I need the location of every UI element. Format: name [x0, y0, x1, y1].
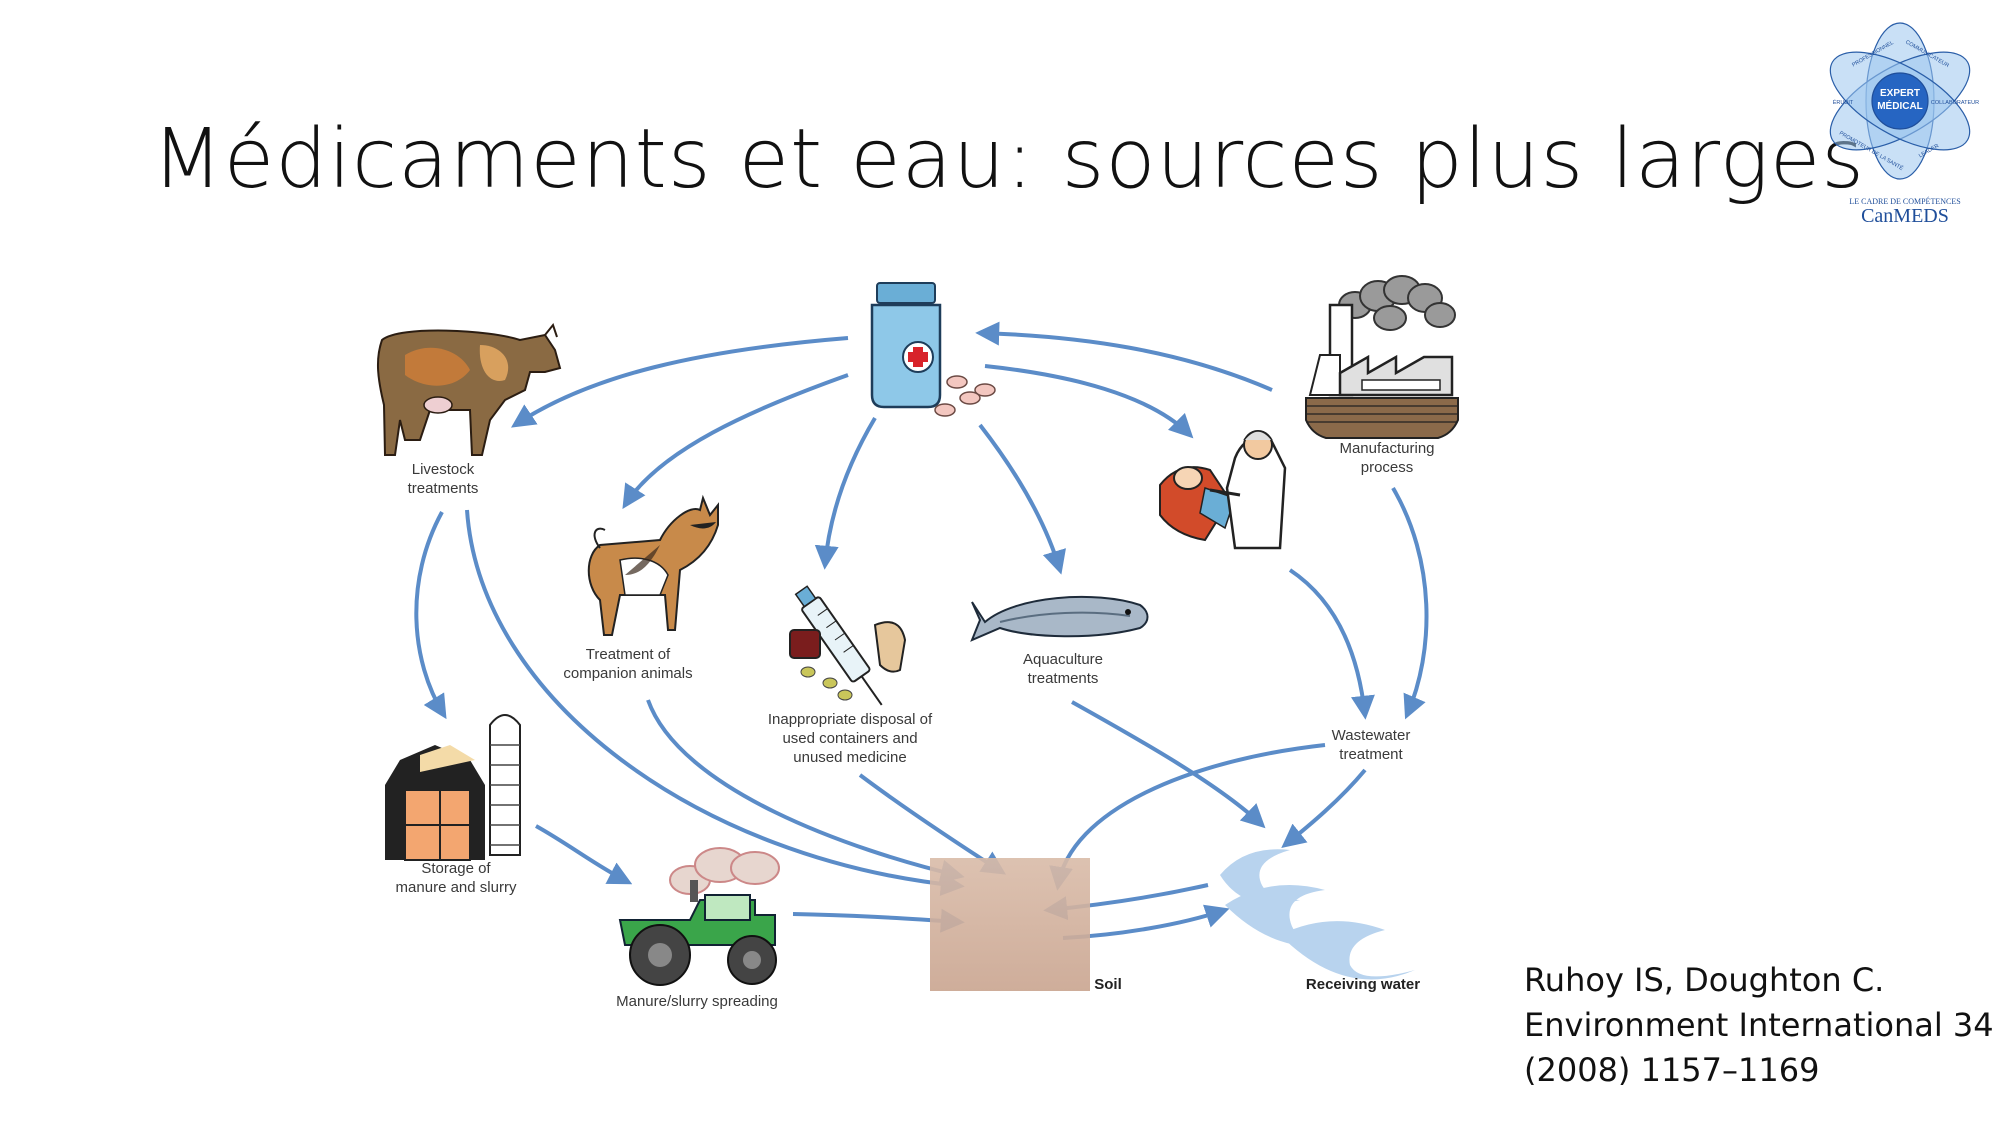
citation-authors: Ruhoy IS, Doughton C. [1524, 961, 1885, 999]
arrow-medicine-to-aquaculture [978, 423, 1066, 575]
label-companion: Treatment of companion animals [563, 646, 693, 682]
label-storage: Storage of manure and slurry [395, 860, 517, 896]
label-disposal: Inappropriate disposal of used container… [767, 711, 933, 766]
label-livestock: Livestock treatments [407, 461, 479, 497]
soil-icon [930, 858, 1090, 991]
fish-icon [970, 595, 1149, 642]
logo-petal-6: ÉRUDIT [1833, 99, 1854, 106]
logo-brand: CanMEDS [1861, 205, 1949, 227]
flow-arrows [414, 321, 1429, 940]
syringe-disposal-icon [789, 585, 907, 706]
arrow-medicine-to-disposal [814, 416, 877, 570]
arrow-dentist-to-wastewater [1288, 568, 1375, 720]
arrow-medicine-to-livestock [511, 336, 849, 428]
arrow-manufacturing-to-wastewater [1391, 486, 1429, 720]
arrow-disposal-to-soil [858, 773, 1007, 875]
arrow-companion-to-soil [646, 699, 965, 884]
arrow-wastewater-to-water [1281, 768, 1367, 848]
citation-journal: Environment International 34 [1524, 1006, 1994, 1044]
arrow-livestock-to-storage [414, 511, 447, 720]
arrow-manufacturing-to-medicine [975, 321, 1273, 392]
arrow-medicine-to-dentist [984, 364, 1194, 439]
tractor-icon [618, 847, 780, 986]
water-wave-icon [1220, 849, 1415, 980]
slide-title: Médicaments et eau: sources plus larges [152, 112, 1865, 207]
barn-icon [385, 714, 521, 861]
label-manufacturing: Manufacturing process [1339, 440, 1435, 476]
citation-year-pages: (2008) 1157–1169 [1524, 1051, 1820, 1089]
arrow-livestock-to-soil [465, 509, 965, 897]
logo-center-line1: EXPERT [1880, 88, 1920, 99]
label-receiving-water: Receiving water [1305, 976, 1421, 993]
citation: Ruhoy IS, Doughton C. Environment Intern… [1524, 958, 1994, 1093]
arrow-medicine-to-companion [622, 373, 849, 510]
canmeds-flower-icon [1829, 22, 1971, 180]
cow-icon [376, 322, 562, 456]
logo-center-line2: MÉDICAL [1877, 99, 1923, 112]
medicine-bottle-icon [870, 282, 996, 417]
label-spreading: Manure/slurry spreading [616, 993, 778, 1010]
logo-tagline: LE CADRE DE COMPÉTENCES [1849, 196, 1960, 206]
canmeds-logo: EXPERT MÉDICAL PROFESSIONNEL COMMUNICATE… [1829, 22, 1979, 227]
label-soil: Soil [1094, 976, 1122, 993]
label-wastewater: Wastewater treatment [1331, 727, 1411, 763]
arrow-aquaculture-to-water [1071, 700, 1266, 829]
dentist-icon [1159, 430, 1287, 550]
factory-icon [1305, 275, 1459, 439]
dog-icon [587, 494, 719, 636]
label-aquaculture: Aquaculture treatments [1022, 651, 1104, 687]
arrow-wastewater-to-soil [1049, 743, 1326, 891]
logo-petal-3: COLLABORATEUR [1931, 100, 1979, 106]
arrow-storage-to-spreading [535, 824, 633, 885]
